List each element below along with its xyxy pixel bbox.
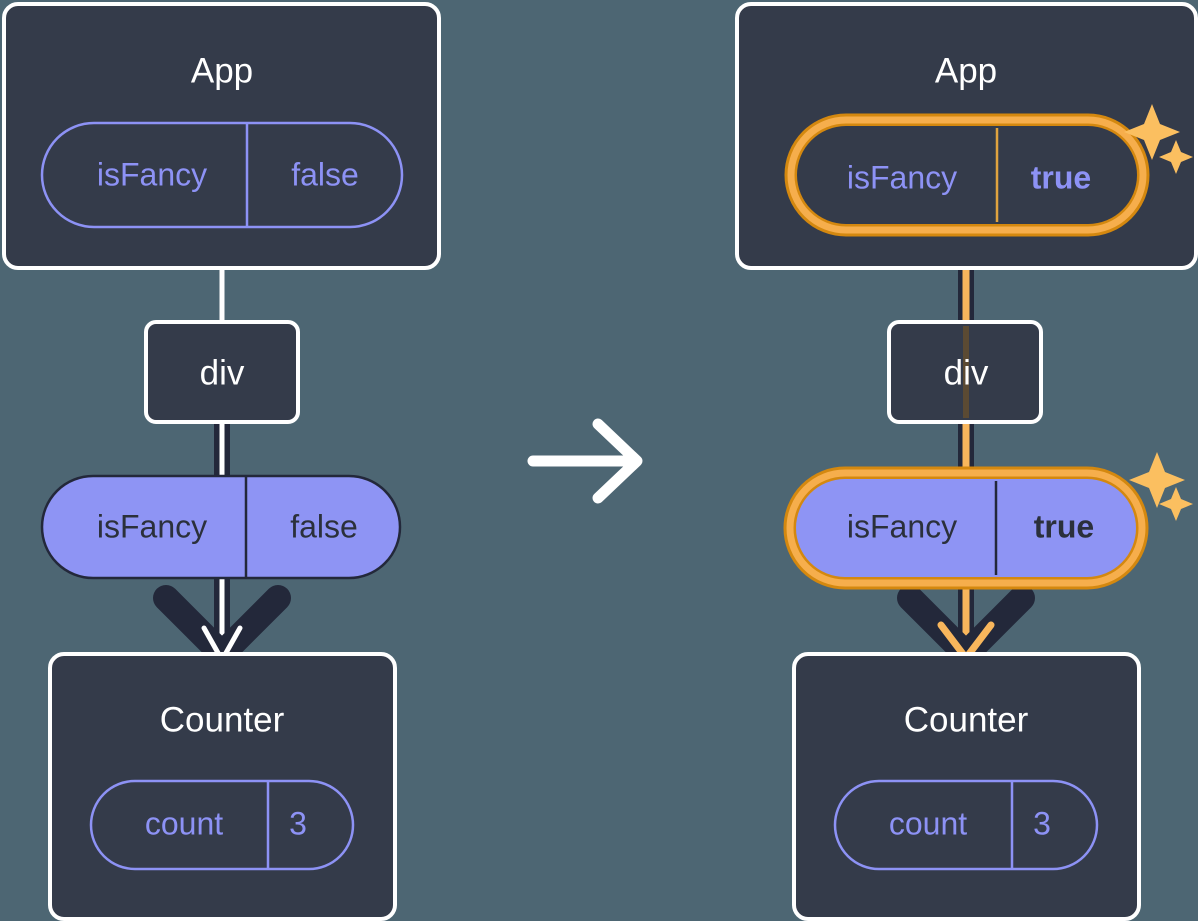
- panel-div-after-title: div: [944, 353, 989, 392]
- pill-counter-state-after-name: count: [889, 805, 967, 841]
- panel-app-after[interactable]: App isFancy true: [735, 2, 1198, 270]
- right-arrow-icon: [527, 418, 643, 504]
- panel-app-before-box: [2, 2, 441, 270]
- panel-div-before-title: div: [200, 353, 245, 392]
- pill-prop-before-body: [40, 474, 402, 580]
- pill-app-prop-before-outline: [40, 121, 404, 229]
- pill-counter-state-before-value: 3: [289, 805, 307, 841]
- pill-app-prop-after-value: true: [1031, 159, 1091, 195]
- pill-counter-state-after-outline: [833, 779, 1099, 871]
- panel-div-before-box: [144, 320, 300, 424]
- panel-counter-before-box: [48, 652, 397, 921]
- pill-app-prop-after-name: isFancy: [847, 159, 957, 195]
- pill-counter-state-after-value: 3: [1033, 805, 1051, 841]
- pill-counter-state-before-name: count: [145, 805, 223, 841]
- pill-app-prop-before-value: false: [291, 156, 359, 192]
- pill-counter-state-before-outline: [89, 779, 355, 871]
- before-column: App isFancy false div isFancy false: [2, 2, 441, 921]
- pill-counter-state-before[interactable]: count 3: [89, 779, 355, 871]
- panel-counter-before[interactable]: Counter count 3: [48, 652, 397, 921]
- pill-prop-after-name: isFancy: [847, 508, 957, 544]
- panel-div-after[interactable]: div: [887, 320, 1043, 424]
- panel-counter-after[interactable]: Counter count 3: [792, 652, 1141, 921]
- pill-prop-after[interactable]: isFancy true: [783, 466, 1149, 590]
- panel-app-before-title: App: [191, 51, 253, 90]
- pill-app-prop-after-fill: [797, 126, 1137, 224]
- panel-div-before[interactable]: div: [144, 320, 300, 424]
- pill-app-prop-after-ring-inner: [787, 116, 1147, 234]
- panel-app-after-title: App: [935, 51, 997, 90]
- pill-prop-before-name: isFancy: [97, 508, 207, 544]
- pill-prop-after-fill: [796, 479, 1136, 577]
- pill-prop-after-value: true: [1034, 508, 1094, 544]
- pill-app-prop-before-name: isFancy: [97, 156, 207, 192]
- pill-app-prop-after[interactable]: isFancy true: [784, 113, 1150, 237]
- sparkle-icon-prop-after: [1129, 452, 1193, 521]
- after-column: App isFancy true: [735, 2, 1198, 921]
- pill-app-prop-before[interactable]: isFancy false: [40, 121, 404, 229]
- pill-prop-before-value: false: [290, 508, 358, 544]
- pill-prop-before[interactable]: isFancy false: [40, 474, 402, 580]
- panel-counter-after-box: [792, 652, 1141, 921]
- pill-prop-after-ring-inner: [786, 469, 1146, 587]
- sparkle-icon-app-after: [1124, 104, 1193, 174]
- panel-app-before[interactable]: App isFancy false: [2, 2, 441, 270]
- pill-counter-state-after[interactable]: count 3: [833, 779, 1099, 871]
- panel-counter-after-title: Counter: [904, 700, 1029, 739]
- panel-counter-before-title: Counter: [160, 700, 285, 739]
